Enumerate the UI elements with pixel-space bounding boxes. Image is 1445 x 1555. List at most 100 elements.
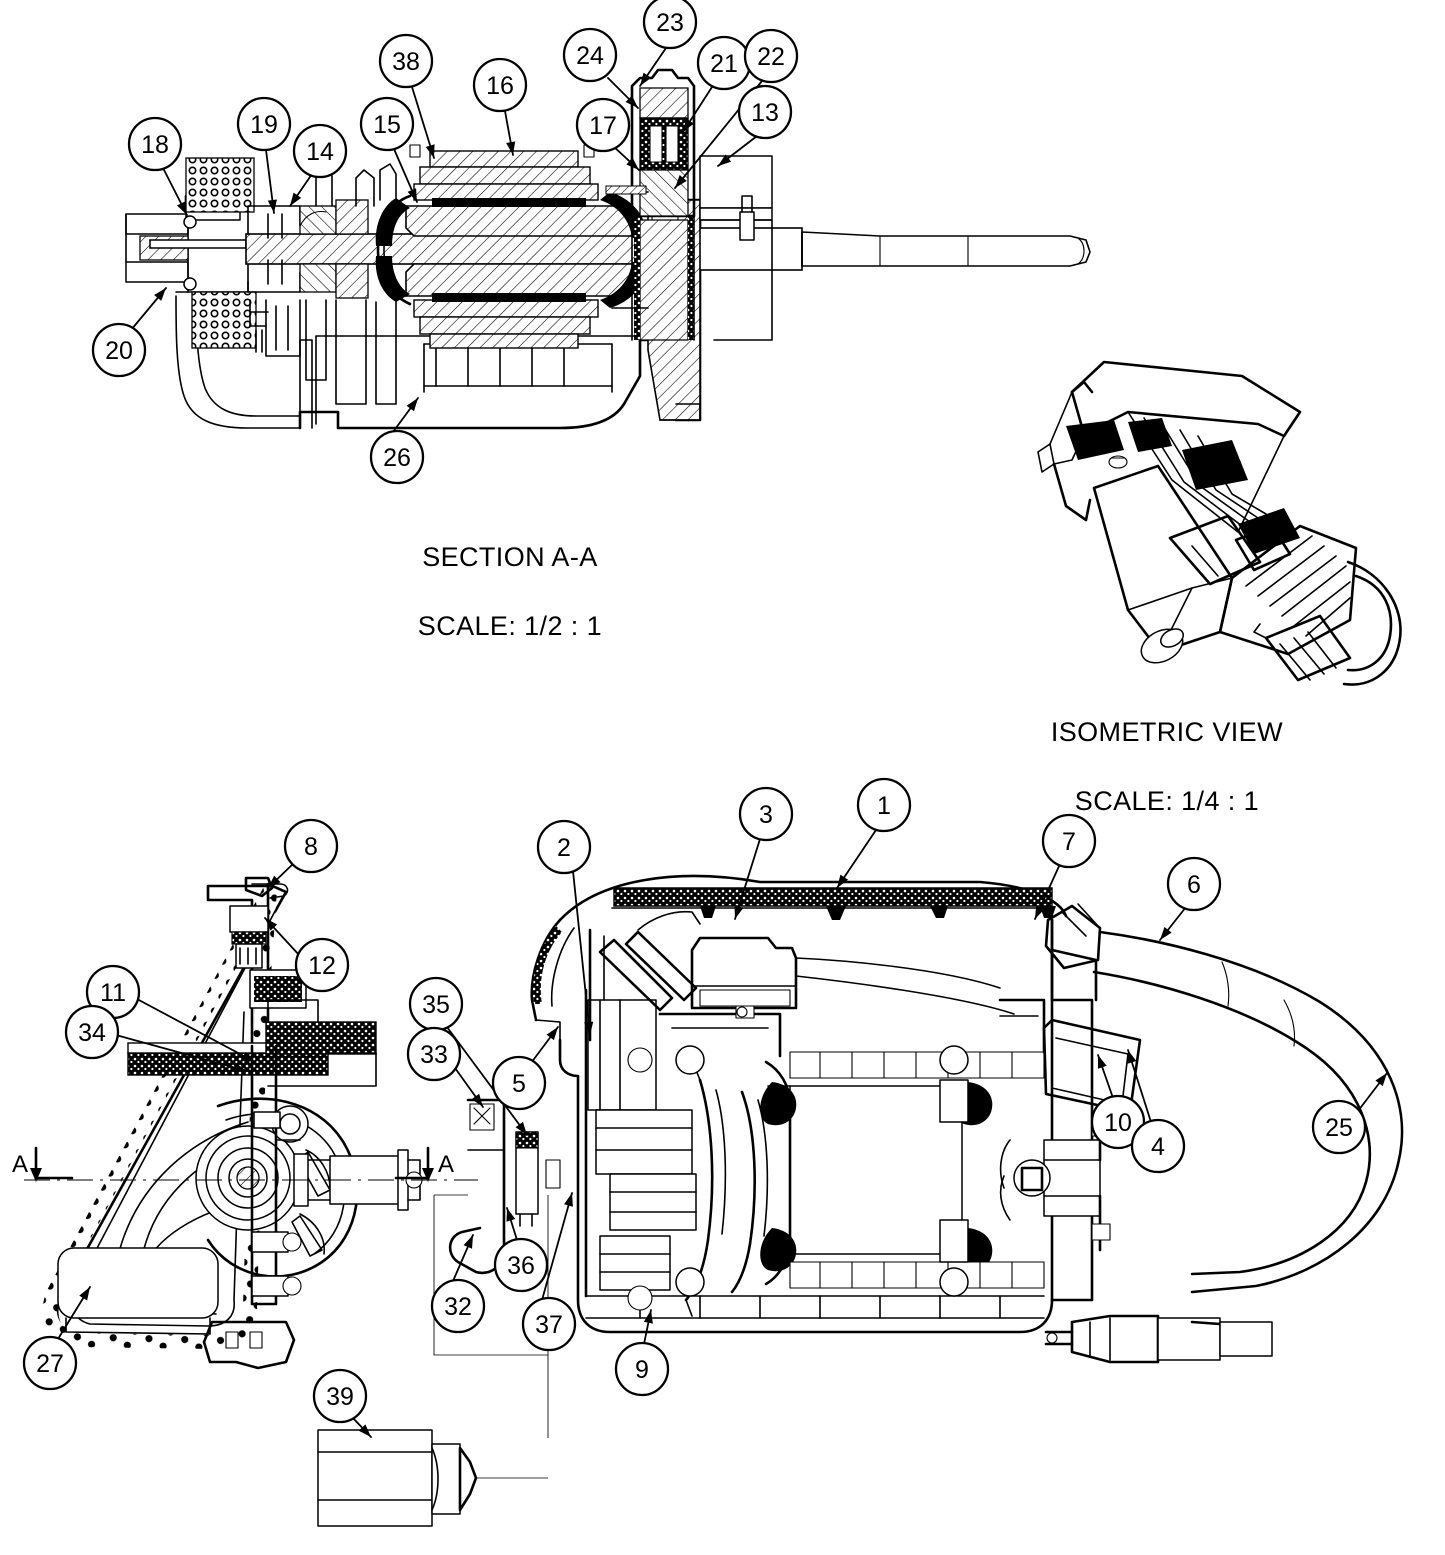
balloon-circle-6[interactable] <box>1166 856 1222 912</box>
vertical-post <box>250 1044 302 1306</box>
balloon-circle-20[interactable] <box>91 322 147 378</box>
leader-arrow-20 <box>154 288 166 301</box>
balloon-circle-8[interactable] <box>283 818 339 874</box>
balloon-26[interactable]: 26 <box>369 397 425 485</box>
balloon-number-3: 3 <box>759 801 773 829</box>
balloon-37[interactable]: 37 <box>521 1192 577 1352</box>
balloon-34[interactable]: 34 <box>64 1004 248 1072</box>
balloon-circle-22[interactable] <box>743 28 799 84</box>
balloon-circle-37[interactable] <box>521 1296 577 1352</box>
balloon-circle-25[interactable] <box>1311 1099 1367 1155</box>
balloon-circle-33[interactable] <box>406 1026 462 1082</box>
balloon-circle-32[interactable] <box>430 1278 486 1334</box>
balloon-number-10: 10 <box>1104 1109 1132 1137</box>
main-body-outline <box>558 918 1054 1334</box>
balloon-circle-27[interactable] <box>22 1335 78 1391</box>
guide-plate <box>57 1247 219 1319</box>
bearing-pillar <box>630 68 696 341</box>
balloon-36[interactable]: 36 <box>493 1207 549 1293</box>
balloon-33[interactable]: 33 <box>406 1026 484 1108</box>
balloon-circle-13[interactable] <box>737 84 793 140</box>
balloon-9[interactable]: 9 <box>614 1309 670 1397</box>
leader-arrow-35 <box>515 1121 527 1135</box>
leader-arrow-25 <box>1375 1073 1387 1087</box>
balloon-17[interactable]: 17 <box>575 97 640 171</box>
balloon-number-4: 4 <box>1151 1133 1165 1161</box>
leader-arrow-15 <box>407 188 417 202</box>
balloon-circle-2[interactable] <box>536 819 592 875</box>
balloon-23[interactable]: 23 <box>639 0 698 87</box>
balloon-circle-17[interactable] <box>575 97 631 153</box>
balloon-25[interactable]: 25 <box>1311 1072 1388 1155</box>
balloon-circle-9[interactable] <box>614 1341 670 1397</box>
mount-foot <box>202 1320 296 1370</box>
balloon-8[interactable]: 8 <box>267 818 339 889</box>
leader-arrow-6 <box>1160 926 1172 940</box>
balloon-circle-3[interactable] <box>738 786 794 842</box>
balloon-14[interactable]: 14 <box>289 123 348 207</box>
balloon-circle-1[interactable] <box>856 777 912 833</box>
top-module <box>690 936 1015 1019</box>
balloon-16[interactable]: 16 <box>472 57 528 156</box>
balloon-32[interactable]: 32 <box>430 1234 486 1334</box>
balloon-35[interactable]: 35 <box>408 976 528 1136</box>
balloon-circle-15[interactable] <box>359 96 415 152</box>
balloon-39[interactable]: 39 <box>312 1368 372 1438</box>
view-isometric <box>1037 360 1402 686</box>
balloon-number-13: 13 <box>751 99 779 127</box>
right-internals <box>627 998 1046 1311</box>
balloon-5[interactable]: 5 <box>491 1026 559 1111</box>
balloon-21[interactable]: 21 <box>682 35 752 133</box>
balloon-circle-4[interactable] <box>1130 1118 1186 1174</box>
leader-arrow-18 <box>176 201 187 215</box>
leader-arrow-16 <box>506 141 516 155</box>
balloon-number-8: 8 <box>304 833 318 861</box>
balloon-circle-23[interactable] <box>642 0 698 50</box>
balloon-circle-34[interactable] <box>64 1004 120 1060</box>
balloon-13[interactable]: 13 <box>717 84 793 167</box>
balloon-6[interactable]: 6 <box>1159 856 1222 941</box>
mid-frame <box>658 1012 782 1058</box>
balloon-circle-5[interactable] <box>491 1055 547 1111</box>
balloon-24[interactable]: 24 <box>562 27 639 109</box>
balloon-number-27: 27 <box>36 1350 64 1378</box>
view-left-elevation: A A <box>12 876 478 1370</box>
balloon-15[interactable]: 15 <box>359 96 418 203</box>
balloon-19[interactable]: 19 <box>236 96 292 214</box>
balloon-12[interactable]: 12 <box>264 917 350 993</box>
balloon-10[interactable]: 10 <box>1090 1054 1146 1150</box>
balloon-circle-16[interactable] <box>472 57 528 113</box>
balloon-number-7: 7 <box>1062 828 1076 856</box>
balloon-38[interactable]: 38 <box>378 33 435 159</box>
leader-arrow-8 <box>268 875 281 888</box>
rib-band-upper <box>789 1051 1045 1079</box>
balloon-27[interactable]: 27 <box>22 1286 91 1391</box>
balloon-circle-26[interactable] <box>369 429 425 485</box>
balloon-circle-39[interactable] <box>312 1368 368 1424</box>
balloon-number-21: 21 <box>710 50 738 78</box>
rear-shroud-outline <box>175 295 301 429</box>
field-coil-block <box>789 1085 963 1255</box>
balloon-7[interactable]: 7 <box>1034 813 1097 920</box>
balloon-circle-18[interactable] <box>127 116 183 172</box>
leader-arrow-33 <box>471 1093 483 1107</box>
balloon-circle-38[interactable] <box>378 33 434 89</box>
balloon-number-6: 6 <box>1187 871 1201 899</box>
upper-bracket <box>206 876 307 1048</box>
balloon-number-14: 14 <box>306 138 334 166</box>
balloon-4[interactable]: 4 <box>1127 1049 1186 1174</box>
balloon-circle-7[interactable] <box>1041 813 1097 869</box>
balloon-circle-36[interactable] <box>493 1237 549 1293</box>
balloon-1[interactable]: 1 <box>836 777 912 889</box>
balloon-20[interactable]: 20 <box>91 287 167 378</box>
balloon-22[interactable]: 22 <box>674 28 799 189</box>
balloon-18[interactable]: 18 <box>127 116 188 216</box>
balloon-circle-19[interactable] <box>236 96 292 152</box>
balloon-circle-24[interactable] <box>562 27 618 83</box>
balloon-2[interactable]: 2 <box>536 819 594 1036</box>
balloon-11[interactable]: 11 <box>85 964 256 1063</box>
balloon-circle-12[interactable] <box>294 937 350 993</box>
balloon-circle-10[interactable] <box>1090 1094 1146 1150</box>
balloon-3[interactable]: 3 <box>734 786 794 920</box>
balloon-circle-14[interactable] <box>292 123 348 179</box>
